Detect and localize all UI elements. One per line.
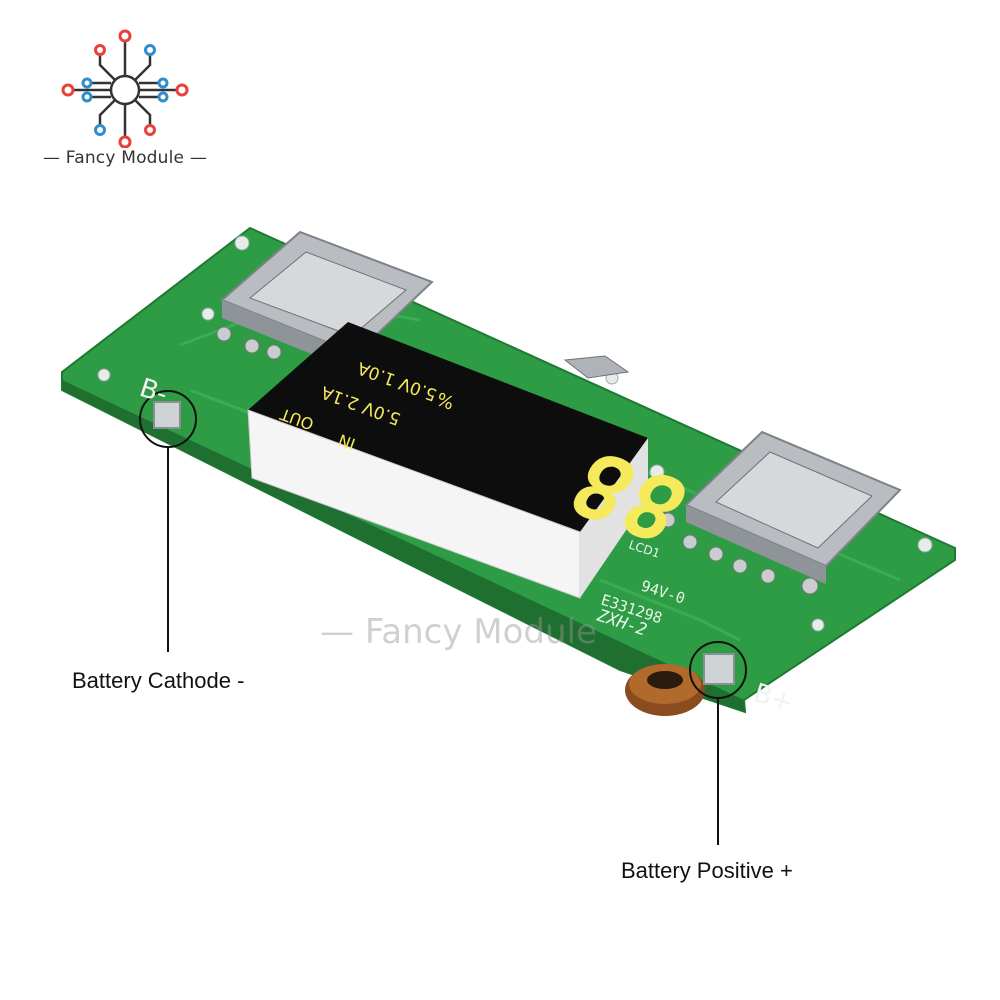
led-display xyxy=(247,322,648,599)
positive-pad xyxy=(703,653,735,685)
brand-name: — Fancy Module — xyxy=(42,148,208,168)
battery-cathode-label: Battery Cathode - xyxy=(72,668,245,693)
negative-pad xyxy=(153,401,181,429)
pad-label-positive: B+ xyxy=(750,678,797,719)
usb-port-right xyxy=(684,430,902,584)
battery-positive-label: Battery Positive + xyxy=(621,858,793,883)
watermark: — Fancy Module xyxy=(320,612,597,652)
display-label-in: IN xyxy=(336,430,358,454)
display-label-percent: % xyxy=(434,387,457,413)
inductor xyxy=(625,664,705,716)
usb-port-left xyxy=(220,230,434,372)
circuit-board-logo-icon xyxy=(61,29,189,148)
